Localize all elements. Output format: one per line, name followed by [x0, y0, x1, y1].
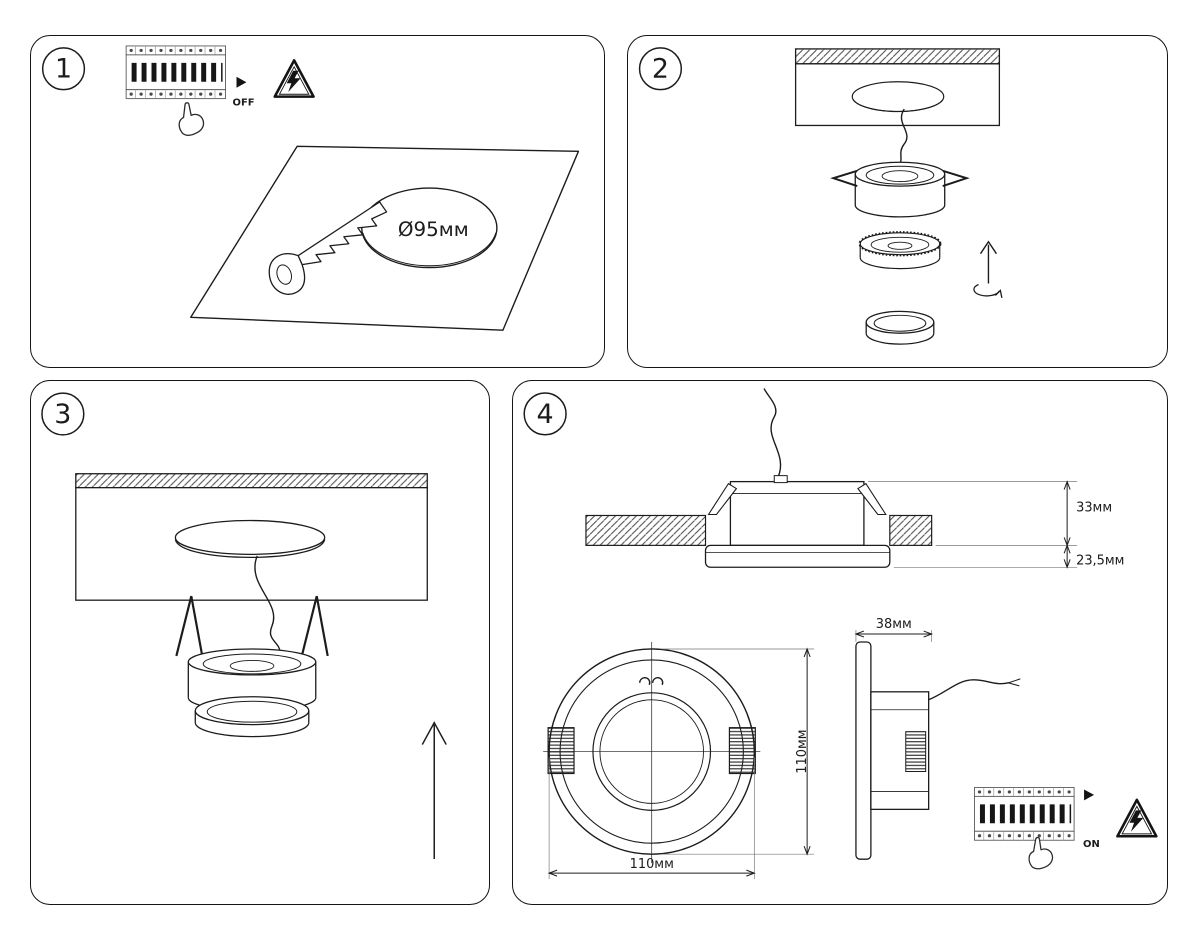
spring-clip-left	[175, 595, 204, 657]
step-number-badge: 4	[523, 392, 567, 436]
supply-wire	[899, 108, 908, 165]
step-2-illustration: 2	[638, 47, 1003, 345]
step-3-panel: 3	[30, 380, 490, 905]
spring-clip-right	[300, 595, 329, 657]
step-number-badge: 2	[638, 47, 683, 91]
keyhole-saw-icon	[268, 201, 388, 295]
height-dimension: 110мм	[662, 647, 815, 856]
installed-section-view	[585, 475, 933, 568]
ceiling-tile-cutout-illustration: Ø95мм	[190, 145, 580, 331]
front-height-label: 110мм	[795, 729, 810, 773]
height-dimensions: 33мм 23,5мм	[867, 480, 1124, 569]
front-width-label: 110мм	[630, 857, 674, 872]
step-3-illustration: 3	[41, 392, 447, 860]
spring-clip-left	[707, 482, 738, 516]
side-view	[855, 641, 1021, 860]
step-number: 3	[54, 399, 71, 430]
lamp-module-illustration	[858, 231, 942, 270]
front-view	[543, 642, 761, 864]
step-4-panel: 4 33мм 23,5мм	[512, 380, 1168, 905]
step-number: 4	[537, 399, 554, 430]
step-number: 2	[652, 54, 669, 85]
depth-dimension: 38мм	[854, 617, 934, 643]
spring-coil-right	[728, 727, 756, 775]
terminal-block-icon	[639, 677, 664, 686]
electric-hazard-icon	[273, 59, 315, 98]
hand-icon	[178, 102, 205, 136]
fixture-housing-illustration	[830, 161, 970, 218]
ceiling-hole-disc-illustration	[174, 519, 326, 559]
electric-hazard-icon	[1116, 798, 1158, 838]
twist-lock-arrows-icon	[973, 240, 1003, 299]
step-1-illustration: 1 OFF Ø95мм	[41, 45, 580, 331]
recess-height-label: 33мм	[1076, 501, 1112, 516]
step-1-panel: 1 OFF Ø95мм	[30, 35, 605, 368]
step-2-panel: 2	[627, 35, 1168, 368]
switch-direction-arrow-icon	[236, 76, 247, 88]
spring-clip-right	[857, 482, 887, 516]
step-number-badge: 1	[41, 47, 86, 91]
step-number-badge: 3	[41, 392, 85, 436]
body-depth-label: 38мм	[876, 617, 912, 632]
width-dimension: 110мм	[547, 757, 756, 880]
supply-wire	[254, 555, 281, 653]
supply-wire	[763, 388, 782, 478]
spring-coil-left	[547, 727, 575, 775]
visible-height-label: 23,5мм	[1076, 553, 1124, 568]
spring-coil-side	[905, 731, 927, 773]
trim-ring-illustration	[865, 310, 935, 345]
switch-direction-arrow-icon	[1084, 789, 1095, 801]
step-number: 1	[55, 54, 72, 85]
circuit-breaker-off-illustration	[125, 45, 227, 100]
breaker-state-label: ON	[1083, 839, 1100, 850]
step-4-illustration: 4 33мм 23,5мм	[523, 388, 1158, 880]
push-up-arrow-icon	[421, 721, 447, 860]
breaker-state-label: OFF	[233, 98, 255, 109]
ceiling-section-illustration	[794, 48, 1001, 127]
hand-icon	[1028, 836, 1054, 870]
hole-diameter-label: Ø95мм	[398, 218, 469, 241]
mains-wire	[927, 679, 1010, 701]
fixture-assembly-illustration	[175, 595, 329, 738]
circuit-breaker-on-illustration	[974, 786, 1075, 841]
